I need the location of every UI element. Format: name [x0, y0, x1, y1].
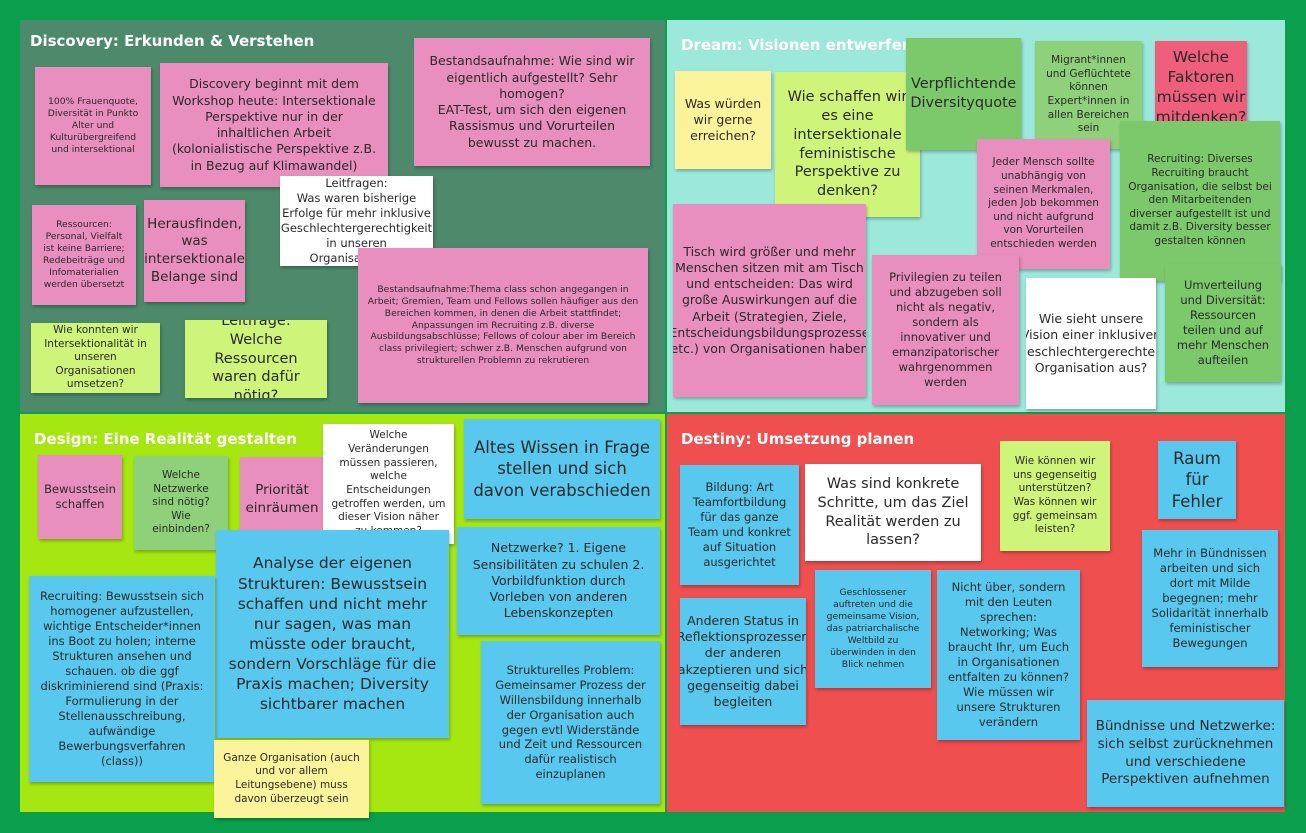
sticky-note[interactable]: Wie schaffen wir es eine intersektionale…	[775, 72, 920, 217]
sticky-note[interactable]: Privilegien zu teilen und abzugeben soll…	[872, 255, 1019, 405]
sticky-note[interactable]: Priorität einräumen	[240, 457, 324, 543]
sticky-note[interactable]: Mehr in Bündnissen arbeiten und sich dor…	[1142, 530, 1278, 667]
sticky-note[interactable]: Bildung: Art Teamfortbildung für das gan…	[680, 465, 799, 585]
sticky-note[interactable]: Wie können wir uns gegenseitig unterstüt…	[1000, 441, 1110, 551]
sticky-note[interactable]: 100% Frauenquote, Diversität in Punkto A…	[35, 67, 151, 185]
sticky-note[interactable]: Bündnisse und Netzwerke: sich selbst zur…	[1087, 700, 1284, 807]
sticky-note[interactable]: Leitfrage: Welche Ressourcen waren dafür…	[185, 320, 327, 398]
sticky-note[interactable]: Netzwerke? 1. Eigene Sensibilitäten zu s…	[457, 527, 660, 635]
sticky-note[interactable]: Ressourcen: Personal, Vielfalt ist keine…	[32, 205, 136, 305]
sticky-note[interactable]: Discovery beginnt mit dem Workshop heute…	[160, 63, 388, 187]
sticky-note[interactable]: Tisch wird größer und mehr Menschen sitz…	[673, 204, 866, 397]
destiny-title: Destiny: Umsetzung planen	[681, 430, 915, 448]
sticky-note[interactable]: Umverteilung und Diversität: Ressourcen …	[1165, 264, 1281, 382]
sticky-note[interactable]: Altes Wissen in Frage stellen und sich d…	[464, 419, 660, 519]
sticky-note[interactable]: Geschlossener auftreten und die gemeinsa…	[815, 570, 931, 688]
sticky-note[interactable]: Was würden wir gerne erreichen?	[675, 71, 771, 169]
sticky-note[interactable]: Bestandsaufnahme:Thema class schon angeg…	[358, 248, 648, 403]
sticky-note[interactable]: Recruiting: Bewusstsein sich homogener a…	[29, 576, 215, 782]
sticky-note[interactable]: Herausfinden, was intersektionale Belang…	[144, 200, 245, 302]
sticky-note[interactable]: Welche Veränderungen müssen passieren, w…	[323, 424, 454, 544]
sticky-note[interactable]: Bewusstsein schaffen	[38, 455, 122, 539]
sticky-note[interactable]: Wie konnten wir Intersektionalität in un…	[31, 323, 160, 393]
sticky-note[interactable]: Strukturelles Problem: Gemeinsamer Proze…	[481, 641, 660, 804]
sticky-note[interactable]: Welche Netzwerke sind nötig? Wie einbind…	[134, 456, 228, 550]
dream-title: Dream: Visionen entwerfen	[681, 36, 913, 54]
sticky-note[interactable]: Nicht über, sondern mit den Leuten sprec…	[937, 570, 1080, 740]
sticky-note[interactable]: Bestandsaufnahme: Wie sind wir eigentlic…	[414, 38, 650, 166]
sticky-note[interactable]: Recruiting: Diverses Recruiting braucht …	[1120, 121, 1280, 281]
discovery-title: Discovery: Erkunden & Verstehen	[30, 32, 315, 50]
sticky-note[interactable]: Jeder Mensch sollte unabhängig von seine…	[977, 139, 1110, 269]
sticky-note[interactable]: Verpflichtende Diversityquote	[906, 38, 1021, 150]
sticky-note[interactable]: Was sind konkrete Schritte, um das Ziel …	[805, 464, 981, 561]
sticky-note[interactable]: Raum für Fehler	[1158, 441, 1236, 519]
sticky-note[interactable]: Ganze Organisation (auch und vor allem L…	[214, 740, 369, 818]
design-title: Design: Eine Realität gestalten	[34, 430, 297, 448]
sticky-note[interactable]: Welche Faktoren müssen wir mitdenken?	[1155, 41, 1247, 133]
sticky-note[interactable]: Wie sieht unsere Vision einer inklusiven…	[1026, 278, 1156, 409]
sticky-note[interactable]: Anderen Status in Reflektionsprozessen d…	[680, 598, 806, 725]
sticky-note[interactable]: Analyse der eigenen Strukturen: Bewussts…	[216, 530, 449, 738]
